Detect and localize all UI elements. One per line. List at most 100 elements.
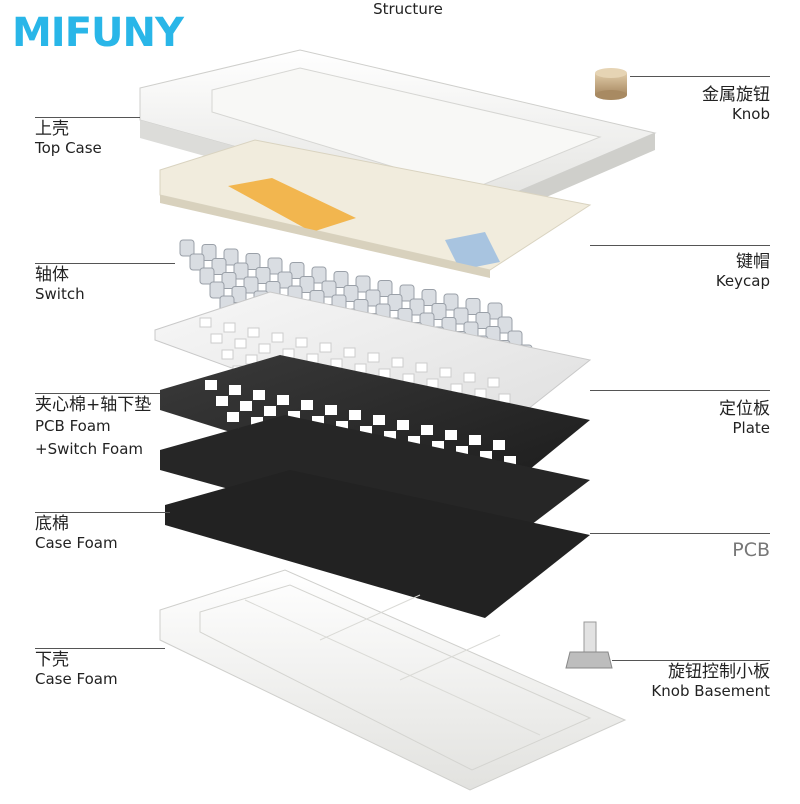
label-bottom-case-en: Case Foam	[35, 669, 118, 688]
label-plate-zh: 定位板	[719, 399, 770, 419]
label-bottom-case-zh: 下壳	[35, 650, 69, 670]
foam-hole	[264, 406, 276, 416]
label-knob-basement-zh: 旋钮控制小板	[668, 662, 770, 682]
foam-hole	[229, 385, 241, 395]
label-switch: 轴体 Switch	[35, 265, 85, 303]
label-case-foam-zh: 底棉	[35, 514, 69, 534]
leader-line-case-foam	[35, 512, 170, 513]
plate-hole	[295, 337, 308, 348]
switch-unit	[255, 267, 271, 284]
switch-unit	[443, 293, 459, 311]
plate-hole	[367, 352, 380, 363]
diagram-title: Structure	[373, 0, 443, 18]
label-knob-basement: 旋钮控制小板 Knob Basement	[651, 662, 770, 700]
switch-unit	[209, 281, 225, 299]
switch-unit	[311, 266, 327, 284]
foam-hole	[504, 456, 516, 466]
knob-basement-part	[565, 621, 613, 669]
label-switch-zh: 轴体	[35, 265, 69, 285]
foam-hole	[397, 420, 409, 430]
foam-hole	[456, 446, 468, 456]
label-pcb: PCB	[732, 539, 770, 562]
label-keycap: 键帽 Keycap	[716, 252, 770, 290]
foam-hole	[325, 405, 337, 415]
switch-unit	[189, 253, 205, 271]
plate-hole	[247, 327, 260, 338]
switch-unit	[179, 239, 195, 257]
switch-unit	[223, 248, 239, 266]
label-pcb-foam: 夹心棉+轴下垫 PCB Foam +Switch Foam	[35, 395, 151, 458]
label-case-foam: 底棉 Case Foam	[35, 514, 118, 552]
switch-unit	[299, 276, 315, 293]
keycap-part	[159, 139, 592, 278]
foam-hole	[205, 380, 217, 390]
switch-unit	[211, 258, 227, 275]
plate-hole	[210, 333, 223, 344]
foam-hole	[336, 421, 348, 431]
label-case-foam-en: Case Foam	[35, 533, 118, 552]
switch-unit	[475, 312, 491, 329]
switch-unit	[233, 262, 249, 280]
plate-hole	[319, 342, 332, 353]
label-top-case-zh: 上壳	[35, 119, 69, 139]
label-top-case: 上壳 Top Case	[35, 119, 102, 157]
foam-hole	[251, 417, 263, 427]
switch-unit	[277, 271, 293, 289]
label-pcb-foam-en1: PCB Foam	[35, 416, 111, 435]
foam-hole	[445, 430, 457, 440]
foam-hole	[253, 390, 265, 400]
foam-hole	[301, 400, 313, 410]
foam-hole	[432, 441, 444, 451]
switch-unit	[355, 275, 371, 293]
switch-unit	[289, 262, 305, 279]
leader-line-keycap	[590, 245, 770, 246]
leader-line-top-case	[35, 117, 140, 118]
foam-hole	[493, 440, 505, 450]
plate-hole	[391, 357, 404, 368]
switch-unit	[321, 280, 337, 298]
label-switch-en: Switch	[35, 284, 85, 303]
label-knob-zh: 金属旋钮	[702, 85, 770, 105]
leader-line-knob-basement	[612, 660, 770, 661]
case-foam-part	[165, 470, 590, 618]
leader-line-pcb	[590, 533, 770, 534]
switch-unit	[199, 267, 215, 285]
foam-hole	[480, 451, 492, 461]
switch-unit	[409, 298, 425, 316]
plate-hole	[415, 362, 428, 373]
plate-hole	[258, 343, 271, 354]
switch-unit	[399, 284, 415, 302]
plate-hole	[221, 349, 234, 360]
plate-hole	[234, 338, 247, 349]
label-knob: 金属旋钮 Knob	[702, 85, 770, 123]
leader-line-pcb-foam	[35, 393, 160, 394]
foam-hole	[312, 416, 324, 426]
foam-hole	[288, 411, 300, 421]
switch-unit	[333, 271, 349, 288]
foam-hole	[360, 426, 372, 436]
switch-unit	[487, 302, 503, 320]
leader-line-knob	[630, 76, 770, 77]
label-bottom-case: 下壳 Case Foam	[35, 650, 118, 688]
foam-hole	[373, 415, 385, 425]
switch-unit	[267, 257, 283, 275]
label-knob-basement-en: Knob Basement	[651, 681, 770, 700]
plate-hole	[343, 347, 356, 358]
switch-unit	[243, 276, 259, 294]
switch-unit	[365, 289, 381, 307]
knob-part	[595, 68, 627, 100]
foam-hole	[240, 401, 252, 411]
bottom-case-part	[159, 569, 627, 791]
plate-hole	[439, 367, 452, 378]
plate-hole	[487, 377, 500, 388]
foam-hole	[349, 410, 361, 420]
plate-hole	[463, 372, 476, 383]
label-knob-en: Knob	[731, 104, 770, 123]
label-plate: 定位板 Plate	[719, 399, 770, 437]
leader-line-bottom-case	[35, 648, 165, 649]
switch-unit	[221, 272, 237, 289]
foam-hole	[216, 396, 228, 406]
label-pcb-foam-en2: +Switch Foam	[35, 439, 144, 458]
